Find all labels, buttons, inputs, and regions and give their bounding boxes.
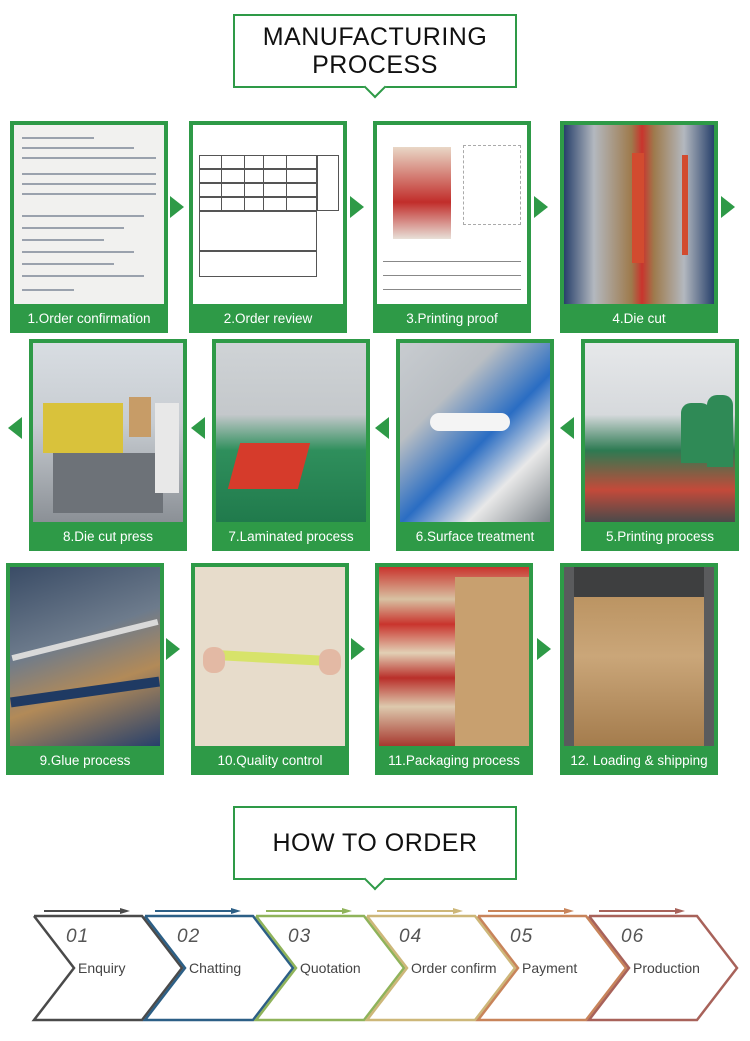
chevron-arrow-icon [253, 908, 406, 1022]
title-notch [363, 867, 387, 891]
step-label: 5.Printing process [605, 529, 715, 544]
arrow-left-icon [375, 417, 389, 439]
manufacturing-title: MANUFACTURING PROCESS [262, 23, 488, 79]
step-label: 3.Printing proof [406, 311, 498, 326]
arrow-right-icon [537, 638, 551, 660]
loading-shipping-photo [564, 567, 714, 746]
step-quality-control: 10.Quality control [191, 563, 349, 775]
order-step-number: 04 [399, 926, 423, 947]
manufacturing-title-box: MANUFACTURING PROCESS [233, 14, 517, 99]
arrow-right-icon [721, 196, 735, 218]
arrow-right-icon [166, 638, 180, 660]
step-label: 6.Surface treatment [415, 529, 535, 544]
how-to-order-title: HOW TO ORDER [272, 829, 478, 857]
step-label: 8.Die cut press [62, 529, 154, 544]
arrow-right-icon [170, 196, 184, 218]
order-step-name: Production [633, 960, 700, 976]
step-surface-treatment: 6.Surface treatment [396, 339, 554, 551]
arrow-left-icon [191, 417, 205, 439]
order-review-photo [193, 125, 343, 304]
order-confirmation-photo [14, 125, 164, 304]
arrow-right-icon [351, 638, 365, 660]
step-loading-shipping: 12. Loading & shipping [560, 563, 718, 775]
step-label: 9.Glue process [39, 753, 131, 768]
order-step-number: 01 [66, 926, 90, 947]
arrow-right-icon [350, 196, 364, 218]
order-step-name: Chatting [189, 960, 242, 976]
laminated-process-photo [216, 343, 366, 522]
printing-process-photo [585, 343, 735, 522]
die-cut-press-photo [33, 343, 183, 522]
chevron-arrow-icon [364, 908, 517, 1022]
order-step-name: Quotation [300, 960, 361, 976]
order-step-number: 02 [177, 926, 201, 947]
arrow-left-icon [560, 417, 574, 439]
printing-proof-photo [377, 125, 527, 304]
quality-control-photo [195, 567, 345, 746]
chevron-arrow-icon [475, 908, 628, 1022]
step-label: 12. Loading & shipping [570, 753, 708, 768]
order-step-number: 05 [510, 926, 534, 947]
chevron-arrow-icon [142, 908, 295, 1022]
arrow-right-icon [534, 196, 548, 218]
title-notch [363, 75, 387, 99]
step-printing-process: 5.Printing process [581, 339, 739, 551]
die-cut-photo [564, 125, 714, 304]
how-to-order-title-box: HOW TO ORDER [233, 806, 517, 891]
step-label: 1.Order confirmation [27, 311, 151, 326]
order-step-number: 06 [621, 926, 645, 947]
order-step-name: Payment [522, 960, 578, 976]
step-printing-proof: 3.Printing proof [373, 121, 531, 333]
step-label: 2.Order review [223, 311, 313, 326]
step-label: 7.Laminated process [228, 529, 354, 544]
order-step-number: 03 [288, 926, 312, 947]
order-step-name: Enquiry [78, 960, 126, 976]
step-die-cut: 4.Die cut [560, 121, 718, 333]
step-order-confirmation: 1.Order confirmation [10, 121, 168, 333]
chevron-arrow-icon [31, 908, 184, 1022]
step-glue-process: 9.Glue process [6, 563, 164, 775]
step-packaging-process: 11.Packaging process [375, 563, 533, 775]
packaging-process-photo [379, 567, 529, 746]
glue-process-photo [10, 567, 160, 746]
step-label: 10.Quality control [217, 753, 323, 768]
order-step-name: Order confirm [411, 960, 497, 976]
step-die-cut-press: 8.Die cut press [29, 339, 187, 551]
step-order-review: 2.Order review [189, 121, 347, 333]
arrow-left-icon [8, 417, 22, 439]
step-label: 4.Die cut [612, 311, 666, 326]
step-laminated-process: 7.Laminated process [212, 339, 370, 551]
step-label: 11.Packaging process [388, 753, 520, 768]
chevron-arrow-icon [586, 908, 739, 1022]
surface-treatment-photo [400, 343, 550, 522]
